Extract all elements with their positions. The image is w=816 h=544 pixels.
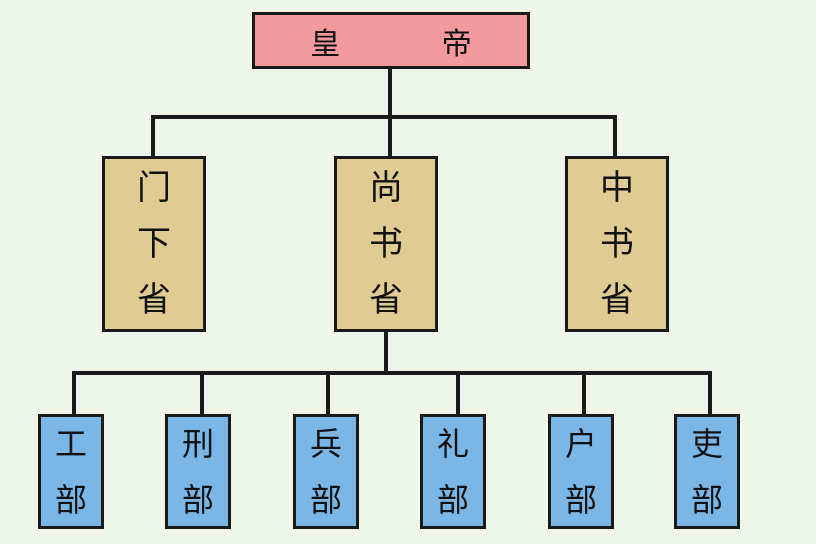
ministry-xingbu-node: 刑 部 [165,414,231,529]
connector-to-menxia [151,115,155,157]
ministry-char: 部 [436,480,469,519]
connector-to-bingbu [326,371,330,415]
province-char: 中 [600,168,634,208]
province-char: 省 [600,280,634,320]
ministry-bingbu-node: 兵 部 [293,414,359,529]
ministry-char: 部 [181,480,214,519]
connector-shangshu-down [384,332,388,374]
province-menxia-node: 门 下 省 [102,156,206,332]
province-char: 省 [137,280,171,320]
ministry-char: 部 [309,480,342,519]
connector-to-hubu [582,371,586,415]
connector-root-down [388,69,392,117]
ministry-gongbu-node: 工 部 [38,414,104,529]
province-shangshu-node: 尚 书 省 [334,156,438,332]
connector-to-gongbu [72,371,76,415]
ministry-libu-node: 礼 部 [420,414,486,529]
emperor-node: 皇 帝 [252,12,530,69]
province-char: 门 [137,168,171,208]
province-char: 下 [137,224,171,264]
ministry-char: 兵 [309,424,342,463]
ministry-char: 部 [690,480,723,519]
ministry-char: 工 [54,424,87,463]
ministry-hubu-node: 户 部 [548,414,614,529]
ministry-libu-personnel-node: 吏 部 [674,414,740,529]
ministry-char: 部 [564,480,597,519]
province-zhongshu-node: 中 书 省 [565,156,669,332]
ministry-char: 户 [564,424,597,463]
connector-to-zhongshu [613,115,617,157]
ministry-char: 礼 [436,424,469,463]
province-char: 省 [369,280,403,320]
connector-to-xingbu [200,371,204,415]
connector-province-bus [151,115,617,119]
connector-to-libu-personnel [708,371,712,415]
connector-ministry-bus [72,371,712,375]
ministry-char: 部 [54,480,87,519]
province-char: 尚 [369,168,403,208]
connector-to-libu [456,371,460,415]
ministry-char: 吏 [690,424,723,463]
province-char: 书 [600,224,634,264]
ministry-char: 刑 [181,424,214,463]
connector-to-shangshu [388,115,392,157]
province-char: 书 [369,224,403,264]
emperor-label: 皇 帝 [310,26,518,62]
